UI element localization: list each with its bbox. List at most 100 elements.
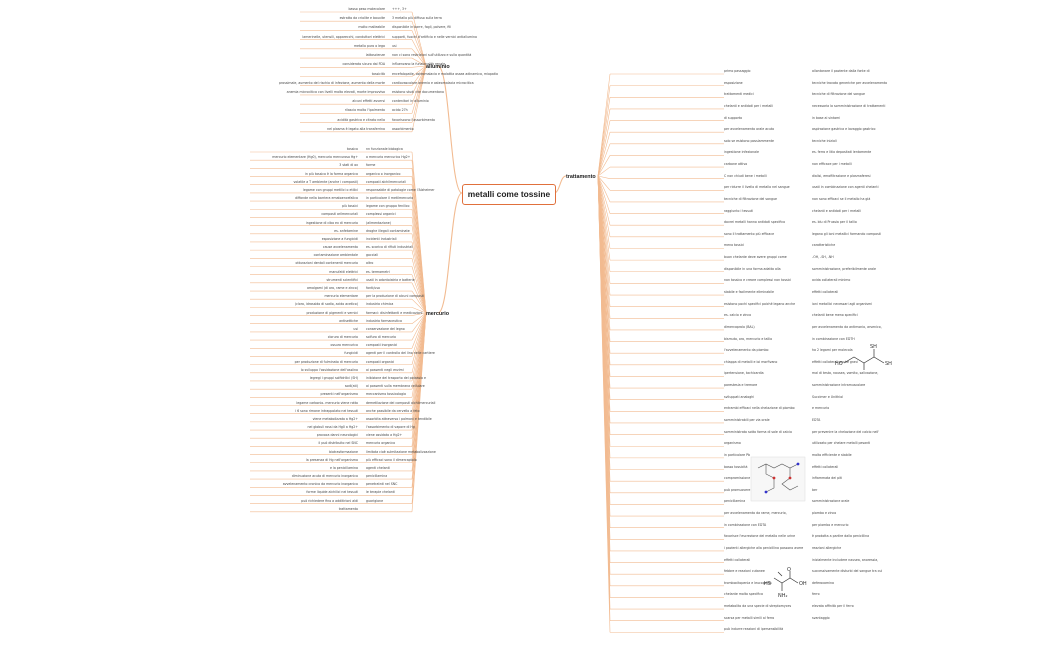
mercurio-topic[interactable]: in più tossico è la forma organica <box>304 171 358 176</box>
alluminio-topic[interactable]: anemia microcitica con livelli molto ele… <box>286 89 385 94</box>
mercurio-topic[interactable]: anche passibile da cervello a feto <box>366 408 420 413</box>
trattamento-topic[interactable]: ha 2 legami per molecola <box>812 348 853 353</box>
mercurio-topic[interactable]: e la penicillamina <box>329 465 358 470</box>
mercurio-topic[interactable]: più efficaci sono il dimercaptolo <box>366 457 417 462</box>
mercurio-topic[interactable]: cloruro di mercurio <box>327 335 358 340</box>
trattamento-topic[interactable]: i pazienti allergiche alla penicillina p… <box>724 545 804 550</box>
mercurio-topic[interactable]: ai possenti negli enzimi <box>366 367 404 372</box>
alluminio-topic[interactable]: contenitori in alluminio <box>392 99 429 104</box>
trattamento-topic[interactable]: molto efficiente e stabile <box>812 452 852 457</box>
mercurio-topic[interactable]: volatile a T ambiente (anche i composti) <box>293 179 358 184</box>
mercurio-topic[interactable]: composti inorganici <box>366 343 398 348</box>
mercurio-topic[interactable]: ossuro mercurico <box>330 343 358 348</box>
mercurio-topic[interactable]: le terapie chelanti <box>366 490 395 495</box>
mercurio-topic[interactable]: strumenti scientifici <box>326 277 358 282</box>
trattamento-topic[interactable]: per prevenire la chelazione del calcio n… <box>812 429 880 434</box>
mercurio-topic[interactable]: es. termometri <box>366 269 390 274</box>
alluminio-topic[interactable]: estratto da criolite e bauxite <box>339 16 385 21</box>
alluminio-topic[interactable]: favoriscono l'assorbimento <box>392 117 435 122</box>
mercurio-topic[interactable]: altro <box>366 261 374 266</box>
trattamento-topic[interactable]: in base ai sintomi <box>812 115 841 120</box>
alluminio-topic[interactable]: esistono studi che documentano <box>392 89 444 94</box>
trattamento-topic[interactable]: e mercurio <box>812 406 830 411</box>
mercurio-topic[interactable]: legame con gruppi metilici o etilici <box>302 187 358 192</box>
mercurio-topic[interactable]: organico o inorganico <box>366 171 401 176</box>
mercurio-topic[interactable]: usati in odontoiatria e batterie <box>366 277 415 282</box>
alluminio-topic[interactable]: alcuni effetti avversi <box>352 99 385 104</box>
branch-mercurio[interactable]: mercurio <box>426 311 450 317</box>
mercurio-topic[interactable]: per produzione di fulminato di mercurio <box>294 359 358 364</box>
mercurio-topic[interactable]: può richiedere fino a additirioni aldi <box>301 498 358 503</box>
mercurio-topic[interactable]: trattamento <box>338 506 358 511</box>
trattamento-topic[interactable]: in combinazione con EDTH <box>812 336 855 341</box>
mercurio-topic[interactable]: biotrasformazione <box>329 449 358 454</box>
trattamento-topic[interactable]: esistono pochi specifici poiché legano a… <box>724 301 796 306</box>
trattamento-topic[interactable]: ber <box>812 487 818 492</box>
trattamento-topic[interactable]: effetti collaterali <box>812 290 839 295</box>
mercurio-topic[interactable]: es. anfetamine <box>334 228 358 233</box>
trattamento-topic[interactable]: chelanti e antidoti per i metalli <box>812 208 862 213</box>
trattamento-topic[interactable]: per ridurre il livello di metallo nel sa… <box>724 185 790 190</box>
mercurio-topic[interactable]: fungicidi <box>344 351 358 356</box>
alluminio-topic[interactable]: acido 27h <box>392 108 408 113</box>
trattamento-topic[interactable]: reazioni allergiche <box>812 545 842 550</box>
trattamento-topic[interactable]: esposizione <box>724 80 743 85</box>
alluminio-topic[interactable]: +++, 3+ <box>392 7 407 11</box>
mercurio-topic[interactable]: limitata cioè sulmitazione metabolizzazi… <box>366 449 436 454</box>
trattamento-topic[interactable]: in combinazione con EDTA <box>724 522 767 527</box>
mercurio-topic[interactable]: incidenti industriali <box>366 236 397 241</box>
mercurio-topic[interactable]: agenti chelanti <box>366 465 390 470</box>
mercurio-topic[interactable]: assorbita attraverso i polmoni e tendibi… <box>366 416 432 421</box>
trattamento-topic[interactable]: svantaggio <box>812 615 830 620</box>
trattamento-topic[interactable]: meno tossici <box>724 243 745 248</box>
trattamento-topic[interactable]: somministrato sotto forma di sale di cal… <box>724 429 792 434</box>
trattamento-topic[interactable]: chiappa di metalli e ioi morfivano <box>724 359 778 364</box>
mercurio-topic[interactable]: per la produzione di alcuni composti <box>366 294 424 299</box>
trattamento-topic[interactable]: per avvelenamento da rame, mercurio, <box>724 511 787 516</box>
trattamento-topic[interactable]: C non chiudi bene i metalli <box>724 173 767 178</box>
trattamento-topic[interactable]: ingestione infezionale <box>724 150 759 155</box>
mercurio-topic[interactable]: otturazioni dentali contenenti mercurio <box>295 261 358 266</box>
mercurio-topic[interactable]: presenti nell'organismo <box>320 392 358 397</box>
mercurio-topic[interactable]: ingestione di cibo ex di mercurio <box>305 220 358 225</box>
mercurio-topic[interactable]: legregi i gruppi solfidrilici (SH) <box>309 375 358 380</box>
trattamento-topic[interactable]: chelanti bene meno specifici <box>812 313 858 318</box>
trattamento-topic[interactable]: tecniche iniziali <box>812 138 837 143</box>
mercurio-topic[interactable]: legame con gruppo fenilico <box>366 204 410 209</box>
mercurio-topic[interactable]: complessi organici <box>366 212 396 217</box>
mercurio-topic[interactable]: sodi(ati) <box>344 384 358 389</box>
alluminio-topic[interactable]: prossimale, aumento del rischio di infez… <box>279 80 385 85</box>
trattamento-topic[interactable]: tecniche trovato generiche per avvelenam… <box>812 80 888 85</box>
alluminio-topic[interactable]: molto malleabile <box>358 25 385 30</box>
root-topic[interactable]: metalli come tossine <box>462 184 556 205</box>
mercurio-topic[interactable]: lo sviluppo l'ossidazione dell'ossiino <box>300 367 358 372</box>
alluminio-topic[interactable]: rilascio molto l'ipalmento <box>344 108 385 113</box>
trattamento-topic[interactable]: caratteristiche <box>812 243 836 248</box>
trattamento-topic[interactable]: effetti collaterali anche gravi <box>812 359 858 364</box>
alluminio-topic[interactable]: assorbimento <box>392 126 414 131</box>
mercurio-topic[interactable]: fonti/uso <box>366 286 380 291</box>
mercurio-topic[interactable]: manufatti elettrici <box>329 269 358 274</box>
mercurio-topic[interactable]: nei globuli rossi da Hg0 a Hg2+ <box>307 425 358 430</box>
mercurio-topic[interactable]: esposizione a fungicidi <box>321 236 358 241</box>
mercurio-topic[interactable]: la presenza di Hg nell'organismo <box>305 457 358 462</box>
mercurio-topic[interactable]: industria farmaceutica <box>366 318 402 323</box>
mercurio-topic[interactable]: meccanismo tossicologia <box>366 392 406 397</box>
mercurio-topic[interactable]: farmaci: disinfettanti e medicazioni <box>366 310 423 315</box>
trattamento-topic[interactable]: successivamente disturbi del sangue tra … <box>812 569 883 574</box>
alluminio-topic[interactable]: considerato sicuro dal FDA <box>342 62 385 67</box>
mercurio-topic[interactable]: produzione di pigmenti e vernici <box>306 310 358 315</box>
trattamento-topic[interactable]: inizialmente includere nausea, anoressia… <box>812 557 879 562</box>
trattamento-topic[interactable]: infiammata dei piti <box>812 476 843 481</box>
alluminio-topic[interactable]: tossicità <box>371 71 385 76</box>
trattamento-topic[interactable]: disponibile in una forma adatta alla <box>724 266 781 271</box>
trattamento-topic[interactable]: carbone attivo <box>724 162 748 167</box>
mercurio-topic[interactable]: (alimentazione) <box>366 220 391 225</box>
trattamento-topic[interactable]: piombo e zinco <box>812 511 837 516</box>
trattamento-topic[interactable]: dimercaprolo (BAL) <box>724 324 755 329</box>
trattamento-topic[interactable]: ioni metallici necessari agli organismi <box>812 301 873 306</box>
trattamento-topic[interactable]: per avvelenamento orale acuto <box>724 127 775 132</box>
mercurio-topic[interactable]: droghe illegali contaminate <box>366 228 410 233</box>
mercurio-topic[interactable]: provoca danni neurologici <box>316 433 358 438</box>
mercurio-topic[interactable]: gocciali <box>366 253 379 258</box>
